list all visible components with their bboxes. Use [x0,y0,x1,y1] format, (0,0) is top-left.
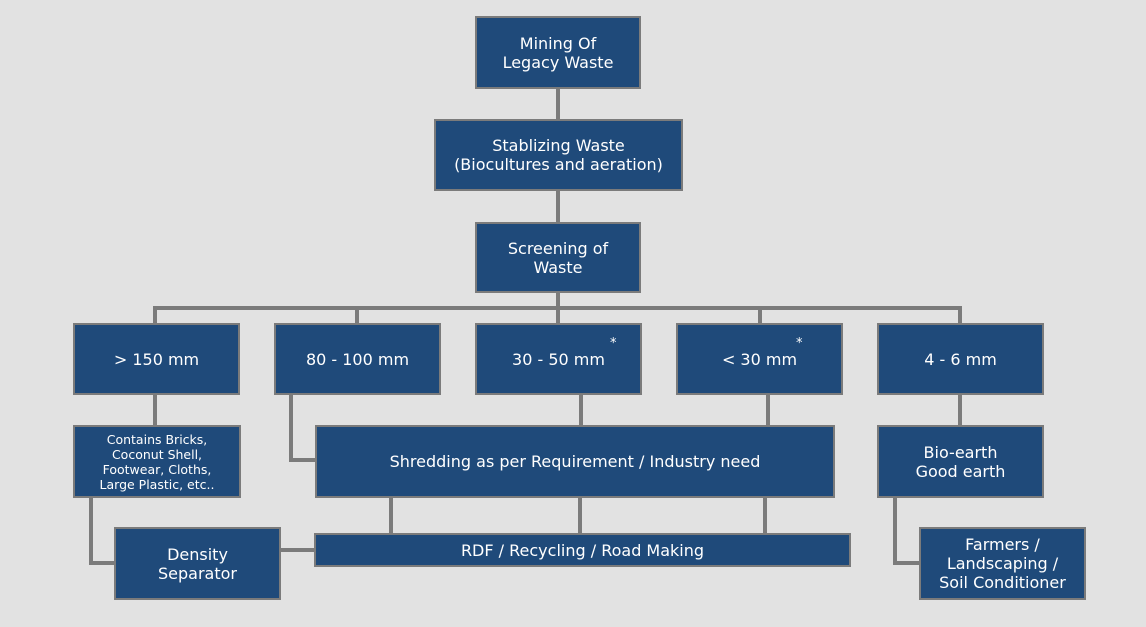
edge-bio-earth-farmers [893,497,921,565]
node-density-separator: Density Separator [114,527,281,600]
node-mining-legacy-waste: Mining Of Legacy Waste [475,16,641,89]
node-contains-items: Contains Bricks, Coconut Shell, Footwear… [73,425,241,498]
node-size-30-50mm: 30 - 50 mm * [475,323,642,395]
node-farmers-landscaping: Farmers / Landscaping / Soil Conditioner [919,527,1086,600]
node-rdf-recycling-road-making: RDF / Recycling / Road Making [314,533,851,567]
node-size-lt-30mm: < 30 mm * [676,323,843,395]
node-shredding: Shredding as per Requirement / Industry … [315,425,835,498]
node-size-80-100mm: 80 - 100 mm [274,323,441,395]
node-size-lt-30mm-label: < 30 mm [721,349,798,369]
node-screening-of-waste: Screening of Waste [475,222,641,293]
node-stabilizing-waste: Stablizing Waste (Biocultures and aerati… [434,119,683,191]
edge-contains-density [89,497,116,565]
node-bio-earth: Bio-earth Good earth [877,425,1044,498]
node-size-30-50mm-label: 30 - 50 mm [512,349,605,369]
asterisk-marker: * [796,336,803,351]
node-size-gt-150mm: > 150 mm [73,323,240,395]
asterisk-marker: * [610,336,617,351]
node-size-4-6mm: 4 - 6 mm [877,323,1044,395]
edge-size-80-100-shredding [289,395,318,462]
